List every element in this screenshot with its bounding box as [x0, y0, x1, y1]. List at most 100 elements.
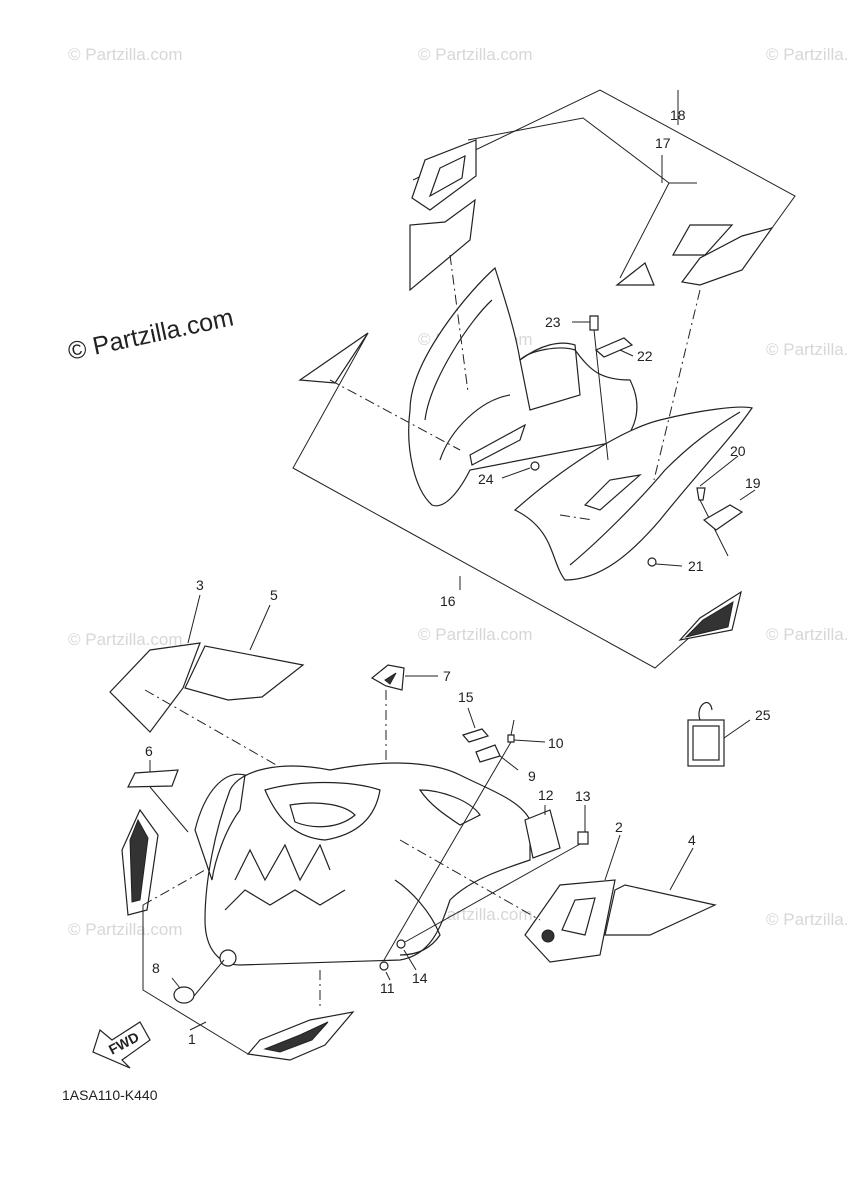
fender-recess [519, 342, 581, 411]
leader-line [699, 455, 739, 487]
label-9 [475, 744, 501, 763]
alignment-line [449, 254, 469, 393]
leader-line [593, 329, 609, 461]
leader-line [467, 707, 476, 729]
fwd-arrow: FWD [92, 1021, 151, 1069]
callout-15: 15 [458, 689, 474, 705]
front-fender-body [204, 762, 531, 966]
decal-logo [428, 154, 466, 198]
leader-line [510, 719, 515, 736]
callout-11: 11 [380, 980, 395, 996]
callout-19: 19 [745, 475, 761, 491]
direction-arrow-icon [92, 1021, 151, 1069]
leader-line [619, 349, 634, 357]
callout-5: 5 [270, 587, 278, 603]
decal-1-left-print [129, 818, 149, 903]
fender-stripe [234, 843, 331, 882]
tag-card [687, 719, 725, 767]
plate-22 [594, 337, 634, 358]
tag-string [698, 702, 713, 721]
fender-tab [418, 789, 481, 826]
lens-8 [173, 986, 195, 1004]
fender-wheel-arch [394, 879, 441, 956]
leader-line [669, 847, 694, 891]
fender-inner-recess [289, 802, 356, 828]
rivet-23 [589, 315, 599, 331]
alignment-line [559, 514, 594, 521]
callout-1: 1 [188, 1031, 196, 1047]
tag-inner [692, 725, 720, 761]
fender-seat-recess [264, 781, 381, 841]
rivet-20 [696, 487, 706, 501]
callout-13: 13 [575, 788, 591, 804]
plate-12 [524, 809, 561, 859]
label-15 [461, 728, 490, 743]
callout-21: 21 [688, 558, 704, 574]
diagram-code: 1ASA110-K440 [62, 1087, 158, 1103]
fender-contour [424, 299, 511, 461]
decal-17-right [671, 224, 734, 256]
leader-line [499, 755, 519, 771]
fender-stripe [224, 889, 346, 911]
decal-small-triangle [615, 262, 655, 286]
leader-line [403, 949, 417, 971]
callout-6: 6 [145, 743, 153, 759]
rear-fender-right [513, 406, 753, 581]
watermark-text: © Partzilla.com [68, 920, 183, 939]
decal-17-left [411, 139, 477, 211]
leader-line [385, 971, 391, 981]
watermark-text: © Partzilla.com [418, 45, 533, 64]
alignment-line [329, 379, 461, 451]
callout-23: 23 [545, 314, 561, 330]
callout-16: 16 [440, 593, 456, 609]
plate-19 [702, 504, 744, 531]
callout-3: 3 [196, 577, 204, 593]
grommet-21 [647, 557, 657, 567]
callout-25: 25 [755, 707, 771, 723]
watermark-text: © Partzilla.com [68, 45, 183, 64]
rivet-10 [507, 734, 515, 743]
warning-tag-25 [687, 702, 751, 767]
leader-line [249, 604, 271, 651]
leader-line [467, 117, 670, 279]
leader-line [412, 89, 796, 229]
decal-7-logo [384, 672, 397, 685]
callout-labels: 1 2 3 4 5 6 7 8 9 10 11 12 13 14 15 16 1… [145, 107, 771, 1047]
callout-18: 18 [670, 107, 686, 123]
fender-contour [569, 411, 741, 566]
watermark-text: © Partzilla.com [766, 910, 849, 929]
alignment-line [142, 869, 206, 906]
rivet-13 [577, 831, 589, 845]
decal-6 [127, 769, 179, 788]
decal-2 [524, 879, 616, 963]
leader-line [142, 905, 249, 1055]
leader-line [513, 739, 546, 743]
leader-line [187, 594, 201, 644]
leader-line [501, 467, 531, 479]
watermark-text: © Partzilla.com [766, 45, 849, 64]
callout-9: 9 [528, 768, 536, 784]
callout-20: 20 [730, 443, 746, 459]
decal-5 [184, 645, 305, 701]
callout-4: 4 [688, 832, 696, 848]
grommet-14 [396, 939, 406, 949]
watermark-text: © Partzilla.com [418, 625, 533, 644]
callout-14: 14 [412, 970, 428, 986]
callout-12: 12 [538, 787, 554, 803]
fender-recess [583, 474, 642, 511]
watermark-text: © Partzilla.com [68, 630, 183, 649]
decal-tail-print [684, 600, 734, 638]
decal-1-bottom-print [263, 1021, 329, 1053]
watermark-text: © Partzilla.com [766, 340, 849, 359]
callout-7: 7 [443, 668, 451, 684]
callout-10: 10 [548, 735, 564, 751]
callout-24: 24 [478, 471, 494, 487]
rear-fender-left [408, 266, 638, 507]
callout-17: 17 [655, 135, 671, 151]
decal-pointer [298, 332, 369, 384]
leader-line [193, 959, 225, 997]
grommet-11 [379, 961, 389, 971]
fender-side-left [194, 773, 246, 881]
leader-line [739, 489, 756, 501]
